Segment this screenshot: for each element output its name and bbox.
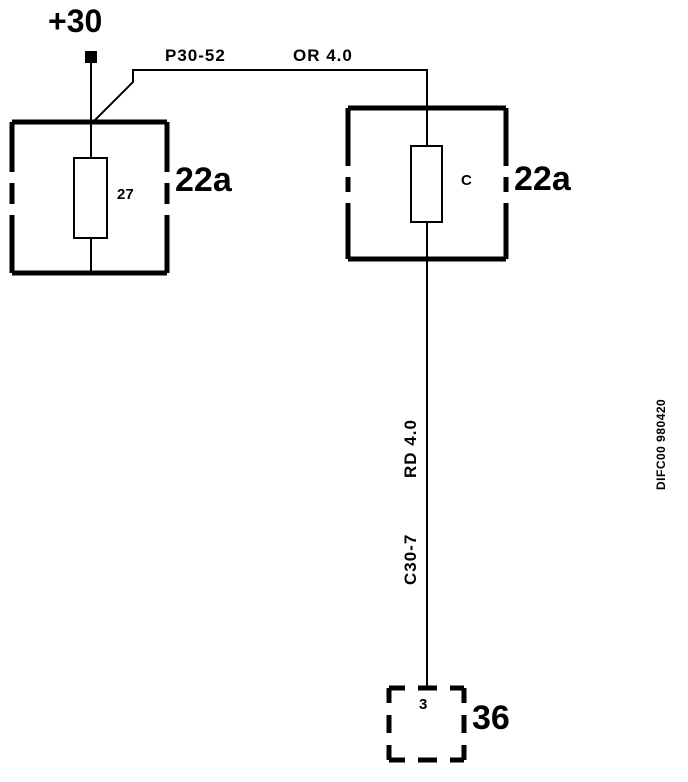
- wire-p30-52: [90, 69, 428, 146]
- wire-vertical-color-label: RD 4.0: [401, 419, 420, 478]
- fuse-right-number: C: [461, 172, 472, 189]
- connector-label: 36: [472, 699, 510, 737]
- connector-pin-number: 3: [419, 696, 427, 713]
- fuse-box-left: [9, 119, 170, 276]
- wire-vertical-circuit-label: C30-7: [401, 534, 420, 585]
- fuse-left-number: 27: [117, 186, 134, 203]
- connector-36-box: [386, 685, 467, 763]
- fuse-left-element: [73, 157, 108, 239]
- fuse-box-right-label: 22a: [514, 160, 572, 198]
- supply-label: +30: [48, 3, 102, 39]
- drawing-code: DIFC00 980420: [654, 399, 668, 490]
- fuse-box-left-label: 22a: [175, 161, 233, 199]
- wire-top-circuit-label: P30-52: [165, 46, 226, 65]
- wire-top-color-label: OR 4.0: [293, 46, 353, 65]
- fuse-right-element: [410, 145, 443, 223]
- supply-terminal: [85, 51, 97, 63]
